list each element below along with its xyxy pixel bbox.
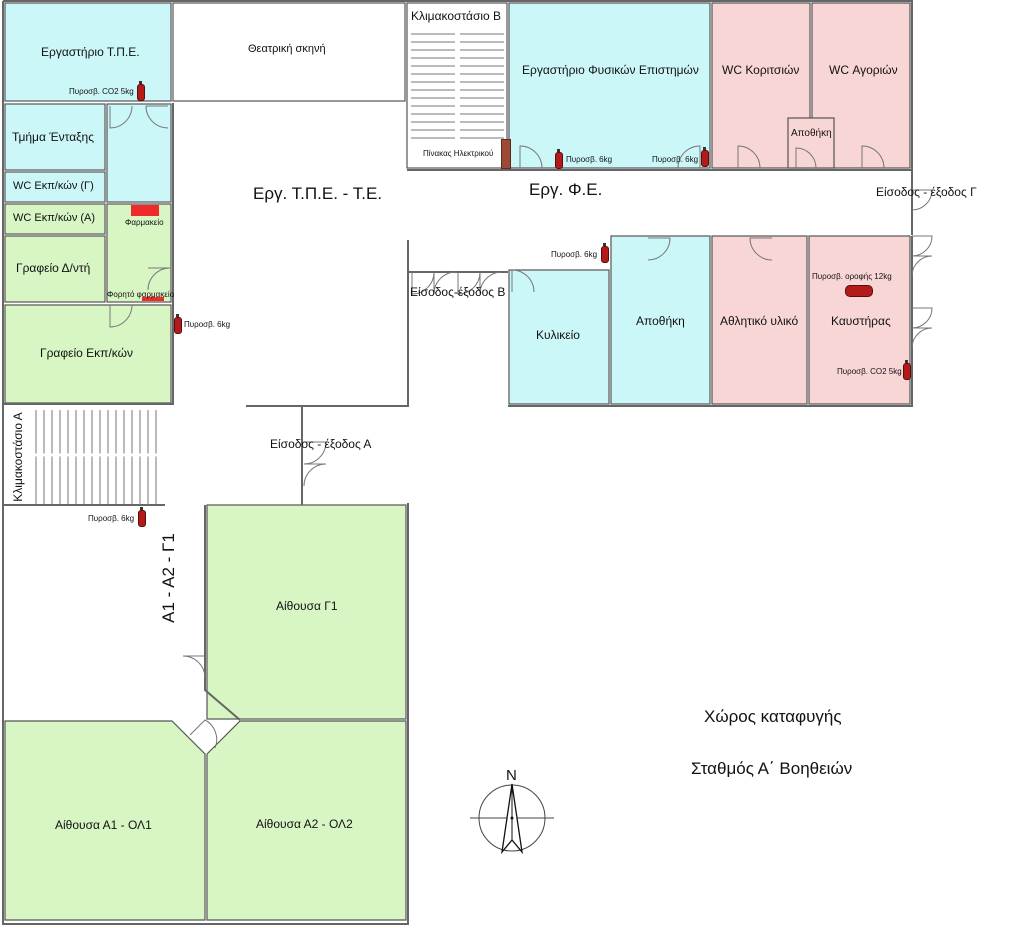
label-exit-g: Είσοδος - έξοδος Γ — [876, 185, 977, 199]
label-lab-science: Εργαστήριο Φυσικών Επιστημών — [522, 63, 699, 77]
label-hall-a2: Αίθουσα Α2 - ΟΛ2 — [256, 817, 353, 831]
extinguisher-label: Πυροσβ. 6kg — [652, 155, 699, 164]
label-storage: Αποθήκη — [636, 314, 685, 328]
room-blue-hall — [106, 103, 172, 203]
room-boiler — [808, 235, 911, 405]
label-teachers-office: Γραφείο Εκπ/κών — [40, 346, 134, 360]
room-teachers-office — [4, 304, 172, 404]
compass-icon — [470, 783, 554, 855]
extinguisher-label: Πυροσβ. 6kg — [184, 320, 231, 329]
label-storage-small: Αποθήκη — [791, 128, 832, 139]
label-exit-b: Είσοδος-έξοδος Β — [410, 285, 506, 299]
label-portable-pharmacy: Φορητό φαρμακείο — [107, 290, 175, 299]
room-principal — [4, 235, 106, 303]
extinguisher-label: Πυροσβ. 6kg — [88, 514, 135, 523]
room-sports — [711, 235, 808, 405]
extinguisher-icon — [174, 314, 182, 334]
door-swings — [109, 105, 933, 749]
room-hall-g1 — [206, 504, 407, 720]
stairs-b-steps — [411, 33, 504, 139]
room-hall-a2 — [206, 720, 407, 921]
theatre-stage — [172, 2, 406, 102]
legend-shelter: Χώρος καταφυγής — [704, 707, 842, 726]
room-wc-teachers-g — [4, 171, 106, 203]
extinguisher-icon — [138, 507, 146, 527]
extinguisher-icon — [701, 147, 709, 167]
extinguisher-label: Πυροσβ. 6kg — [551, 250, 598, 259]
room-pharmacy — [106, 203, 172, 303]
label-wc-girls: WC Κοριτσιών — [722, 63, 800, 77]
room-storage — [610, 235, 711, 405]
extinguisher-icon — [903, 360, 911, 380]
label-integration: Τμήμα Ένταξης — [12, 130, 94, 144]
label-principal: Γραφείο Δ/ντή — [16, 261, 91, 275]
label-electrical-panel: Πίνακας Ηλεκτρικού — [423, 149, 494, 158]
label-sports: Αθλητικό υλικό — [720, 314, 799, 328]
label-wc-teachers-g: WC Εκπ/κών (Γ) — [13, 180, 94, 192]
extinguisher-label: Πυροσβ. οροφής 12kg — [812, 272, 892, 281]
label-wc-teachers-a: WC Εκπ/κών (Α) — [13, 212, 96, 224]
extinguisher-icon — [137, 81, 145, 101]
room-canteen — [508, 269, 610, 405]
label-wc-boys: WC Αγοριών — [829, 63, 898, 77]
stairs-a-steps — [34, 410, 160, 505]
label-corridor-a: Α1 - Α2 - Γ1 — [159, 533, 178, 623]
label-canteen: Κυλικείο — [536, 328, 580, 342]
label-pharmacy: Φαρμακείο — [125, 218, 164, 227]
stair-b-area — [406, 2, 508, 169]
room-integration — [4, 103, 106, 171]
extinguisher-label: Πυροσβ. 6kg — [566, 155, 613, 164]
legend-first-aid: Σταθμός Α΄ Βοηθειών — [691, 759, 853, 778]
room-storage-small — [787, 117, 835, 169]
ceiling-extinguisher-icon — [845, 285, 873, 297]
room-lab-science — [508, 2, 711, 169]
label-stair-b: Κλιμακοστάσιο Β — [411, 9, 502, 23]
compass-north-label: N — [506, 767, 517, 784]
room-hall-a1 — [4, 720, 206, 921]
label-stair-a: Κλιμακοστάσιο Α — [11, 412, 25, 502]
label-boiler: Καυστήρας — [831, 314, 891, 328]
room-wc-teachers-a — [4, 203, 106, 235]
label-theatre: Θεατρική σκηνή — [248, 43, 326, 55]
label-erg-fe: Εργ. Φ.Ε. — [529, 180, 603, 199]
extinguisher-label: Πυροσβ. CO2 5kg — [837, 367, 902, 376]
extinguisher-icon — [601, 243, 609, 263]
label-hall-g1: Αίθουσα Γ1 — [276, 599, 338, 613]
label-erg-tpe: Εργ. Τ.Π.Ε. - Τ.Ε. — [253, 184, 383, 203]
label-hall-a1: Αίθουσα Α1 - ΟΛ1 — [55, 818, 152, 832]
pharmacy-marker — [131, 205, 159, 216]
extinguisher-label: Πυροσβ. CO2 5kg — [69, 87, 134, 96]
label-lab-tpe: Εργαστήριο Τ.Π.Ε. — [41, 45, 140, 59]
portable-pharmacy-marker — [142, 297, 164, 301]
extinguisher-icon — [555, 149, 563, 169]
electrical-panel — [501, 139, 511, 169]
label-exit-a: Είσοδος - έξοδος Α — [270, 437, 372, 451]
